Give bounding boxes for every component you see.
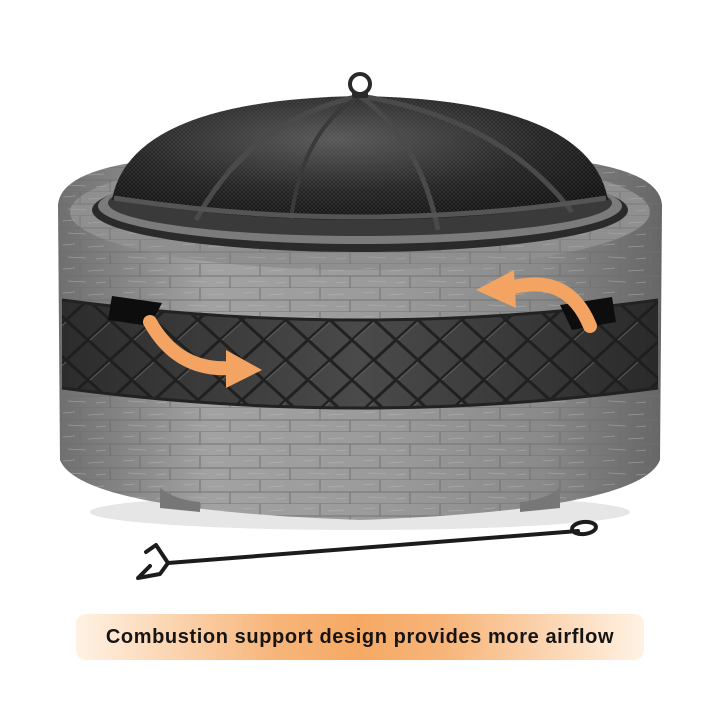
fire-poker-icon bbox=[136, 519, 598, 580]
airflow-arrow-icon bbox=[143, 270, 597, 388]
caption-banner: Combustion support design provides more … bbox=[76, 614, 644, 660]
spark-screen-icon bbox=[112, 72, 608, 231]
caption-text: Combustion support design provides more … bbox=[105, 625, 615, 648]
